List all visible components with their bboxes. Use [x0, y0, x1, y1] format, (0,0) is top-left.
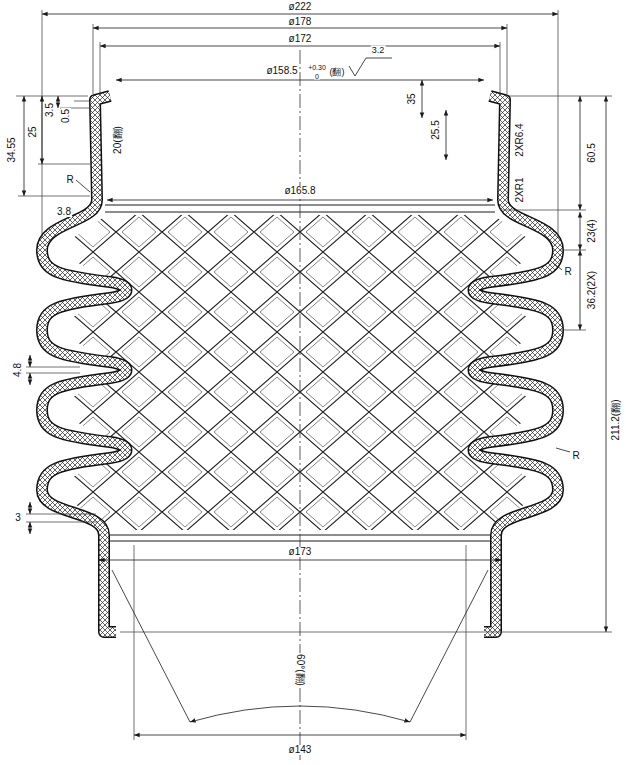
dimension-line: [93, 28, 507, 29]
dimension-line: [580, 250, 581, 330]
dimension-line: [99, 560, 501, 561]
dimension-label: 60.5: [587, 142, 597, 163]
dimension-line: [580, 96, 581, 210]
angle-line: [112, 570, 190, 722]
extension-line: [18, 196, 90, 197]
dimension-line: [606, 96, 607, 632]
dimension-label: 3: [14, 513, 22, 523]
dimension-label: ø165.8: [283, 186, 316, 196]
extension-line: [134, 545, 135, 740]
dimension-line: [24, 96, 25, 196]
leader-line: [76, 180, 90, 192]
dimension-line: [107, 200, 493, 201]
dimension-label: ø222: [288, 2, 313, 12]
bellows-wall: [42, 96, 127, 632]
dimension-label: ø173: [288, 547, 313, 557]
dimension-label: 3.8: [56, 207, 72, 217]
dimension-label: +0.30: [307, 64, 327, 71]
dimension-label: 34.55: [7, 136, 17, 163]
wall-outline: [42, 96, 127, 632]
extension-line: [120, 632, 612, 633]
extension-line: [26, 514, 96, 515]
leader-line: [552, 262, 562, 270]
extension-line: [466, 545, 467, 740]
dimension-line: [134, 735, 466, 736]
dimension-label: 25.5: [431, 119, 441, 140]
dimension-lines: [24, 14, 606, 735]
dimension-line: [30, 522, 31, 534]
dimension-label: 211.2(翻): [611, 399, 621, 442]
angle-arc: [190, 706, 410, 722]
dimension-line: [42, 96, 43, 164]
dimension-label: 2XR6.4: [515, 122, 525, 157]
dimension-label: 2XR1: [515, 176, 525, 203]
extension-line: [500, 210, 586, 211]
dimension-label: R: [571, 451, 580, 461]
extension-line: [16, 96, 88, 97]
wall-hatch: [42, 96, 127, 632]
extension-line: [500, 42, 501, 94]
dimension-label: 35: [407, 92, 417, 105]
extension-line: [26, 522, 98, 523]
bellows-wall: [474, 96, 559, 632]
extension-line: [560, 330, 586, 331]
dimension-line: [30, 502, 31, 514]
dimension-label: 0: [314, 73, 320, 80]
extension-line: [93, 24, 94, 94]
dimension-line: [580, 212, 581, 250]
extension-line: [26, 373, 80, 374]
roughness-symbol: [349, 58, 392, 76]
angle-lines: [76, 58, 570, 722]
dimension-line: [100, 46, 500, 47]
extension-line: [558, 10, 559, 238]
dimension-label: ø158.5: [265, 66, 298, 76]
wall-outline: [474, 96, 559, 632]
dimension-label: 36.2(2X): [587, 270, 597, 310]
dimension-label: ø172: [288, 34, 313, 44]
extension-line: [100, 42, 101, 94]
dimension-line: [446, 110, 447, 160]
dimension-label: 20(翻): [113, 125, 123, 155]
dimension-line: [42, 14, 558, 15]
dimension-line: [30, 373, 31, 385]
dimension-line: [422, 80, 423, 118]
extension-line: [38, 164, 90, 165]
angle-line: [410, 570, 488, 722]
extension-line: [560, 250, 586, 251]
extension-line: [505, 96, 612, 97]
dimension-label: 0.5: [61, 108, 71, 124]
dimension-label: ø178: [288, 17, 313, 27]
dimension-label: 3.2: [371, 46, 386, 55]
dimension-line: [30, 355, 31, 367]
dimension-label: 60°(翻): [295, 653, 305, 687]
extension-line: [42, 10, 43, 238]
dimension-label: ø143: [288, 745, 313, 755]
dimension-label: R: [65, 175, 74, 185]
dimension-label: (翻): [329, 68, 346, 77]
extension-line: [507, 24, 508, 94]
leader-line: [556, 448, 570, 452]
dimension-label: 23(4): [587, 218, 597, 243]
dimension-label: 25: [28, 125, 38, 138]
wall-hatch: [474, 96, 559, 632]
dimension-line: [58, 96, 59, 108]
dimension-label: 4.8: [13, 362, 23, 378]
dimension-line: [116, 80, 484, 81]
extension-line: [74, 101, 90, 102]
dimension-label: R: [563, 267, 572, 277]
extension-lines: [16, 10, 612, 740]
extension-line: [26, 367, 80, 368]
dimension-label: 3.5: [45, 102, 55, 118]
